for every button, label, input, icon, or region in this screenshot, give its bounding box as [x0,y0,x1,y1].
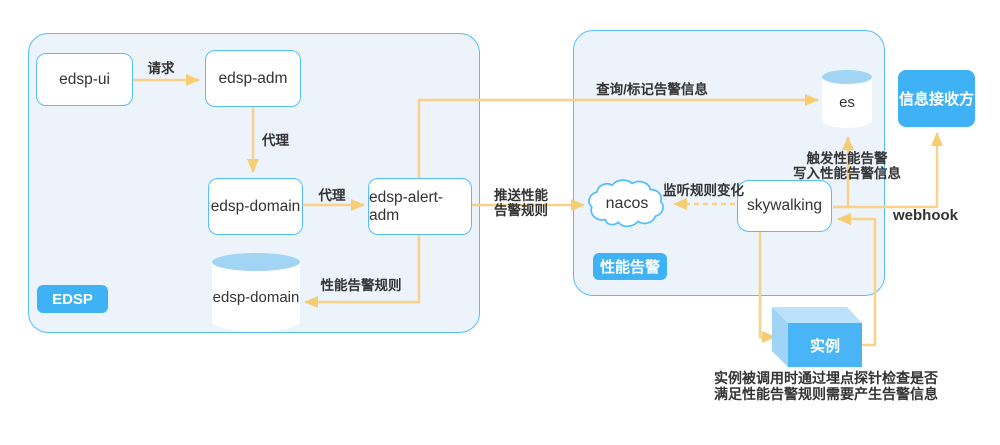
node-edsp-adm: edsp-adm [205,50,301,107]
node-edsp-domain-db-label: edsp-domain [212,288,300,306]
node-nacos: nacos [584,178,670,232]
edge-label-proxy-domain: 代理 [318,188,346,203]
edge-label-proxy-adm: 代理 [262,133,289,148]
edge-label-trigger: 触发性能告警 写入性能告警信息 [793,151,901,181]
instance-caption: 实例被调用时通过埋点探针检查是否 满足性能告警规则需要产生告警信息 [714,370,938,402]
database-cylinder-body: edsp-domain [212,262,300,332]
node-skywalking-label: skywalking [747,197,822,214]
instance-cube-side-face [772,307,788,367]
instance-caption-line1: 实例被调用时通过埋点探针检查是否 [714,370,938,386]
instance-caption-line2: 满足性能告警规则需要产生告警信息 [714,385,938,402]
node-edsp-alert-adm-label: edsp-alert-adm [369,188,444,224]
node-instance-label: 实例 [809,337,840,355]
node-edsp-domain-label: edsp-domain [210,197,301,215]
perf-alert-group-badge-label: 性能告警 [599,259,660,276]
edge-label-listen-change: 监听规则变化 [663,183,744,198]
edge-label-trigger-line2: 写入性能告警信息 [793,166,901,182]
node-receiver-label: 信息接收方 [898,91,974,108]
node-edsp-domain: edsp-domain [208,178,303,235]
node-nacos-label: nacos [605,195,649,212]
node-skywalking: skywalking [737,180,832,232]
node-es-label: es [839,94,855,111]
edge-label-query-mark: 查询/标记告警信息 [596,82,708,97]
es-cylinder-body: es [822,77,872,128]
node-instance: 实例 [788,323,862,367]
node-edsp-ui-label: edsp-ui [59,70,110,88]
edge-label-push-rule: 推送性能 告警规则 [494,188,548,218]
edge-label-push-rule-line1: 推送性能 [494,188,548,203]
node-edsp-alert-adm: edsp-alert-adm [368,178,472,235]
edsp-group-badge: EDSP [37,285,108,313]
cloud-icon [588,179,664,228]
edge-label-perf-rule: 性能告警规则 [320,278,402,293]
edsp-group-badge-label: EDSP [52,290,93,308]
es-cylinder-icon [822,70,872,84]
edge-label-webhook: webhook [893,207,959,224]
edge-label-push-rule-line2: 告警规则 [494,203,548,219]
database-cylinder-icon [212,253,300,271]
node-receiver: 信息接收方 [898,70,975,127]
instance-cube-top-face [772,307,862,323]
node-edsp-ui: edsp-ui [36,53,133,106]
node-edsp-adm-label: edsp-adm [218,69,288,87]
edge-label-trigger-line1: 触发性能告警 [806,151,888,166]
edge-label-request: 请求 [147,61,175,76]
perf-alert-group-badge: 性能告警 [593,253,667,280]
